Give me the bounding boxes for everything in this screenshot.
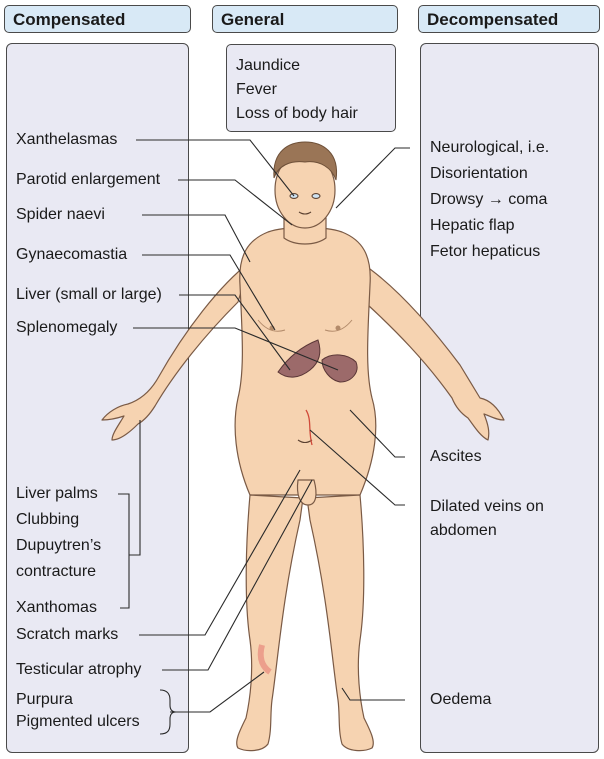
label-ascites: Ascites [430,447,484,467]
label-dilated-veins: Dilated veins on [430,497,546,517]
label-purpura: Purpura [16,690,75,710]
label-clubbing: Clubbing [16,510,81,530]
label-disorientation: Disorientation [430,164,530,184]
label-liver: Liver (small or large) [16,285,164,305]
label-contracture: contracture [16,562,98,582]
label-neurological: Neurological, i.e. [430,138,551,158]
general-jaundice: Jaundice [236,56,302,76]
label-splenomegaly: Splenomegaly [16,318,119,338]
label-dupuytrens: Dupuytren’s [16,536,103,556]
label-drowsy-coma: Drowsy → coma [430,190,549,210]
general-fever: Fever [236,80,279,100]
label-abdomen: abdomen [430,521,499,541]
label-pigmented-ulcers: Pigmented ulcers [16,712,142,732]
label-parotid-enlargement: Parotid enlargement [16,170,162,190]
label-liver-palms: Liver palms [16,484,100,504]
label-fetor-hepaticus: Fetor hepaticus [430,242,542,262]
label-scratch-marks: Scratch marks [16,625,120,645]
general-loss-of-body-hair: Loss of body hair [236,104,360,124]
label-xanthelasmas: Xanthelasmas [16,130,119,150]
label-gynaecomastia: Gynaecomastia [16,245,129,265]
label-xanthomas: Xanthomas [16,598,99,618]
label-testicular-atrophy: Testicular atrophy [16,660,143,680]
label-hepatic-flap: Hepatic flap [430,216,517,236]
label-oedema: Oedema [430,690,493,710]
label-spider-naevi: Spider naevi [16,205,107,225]
